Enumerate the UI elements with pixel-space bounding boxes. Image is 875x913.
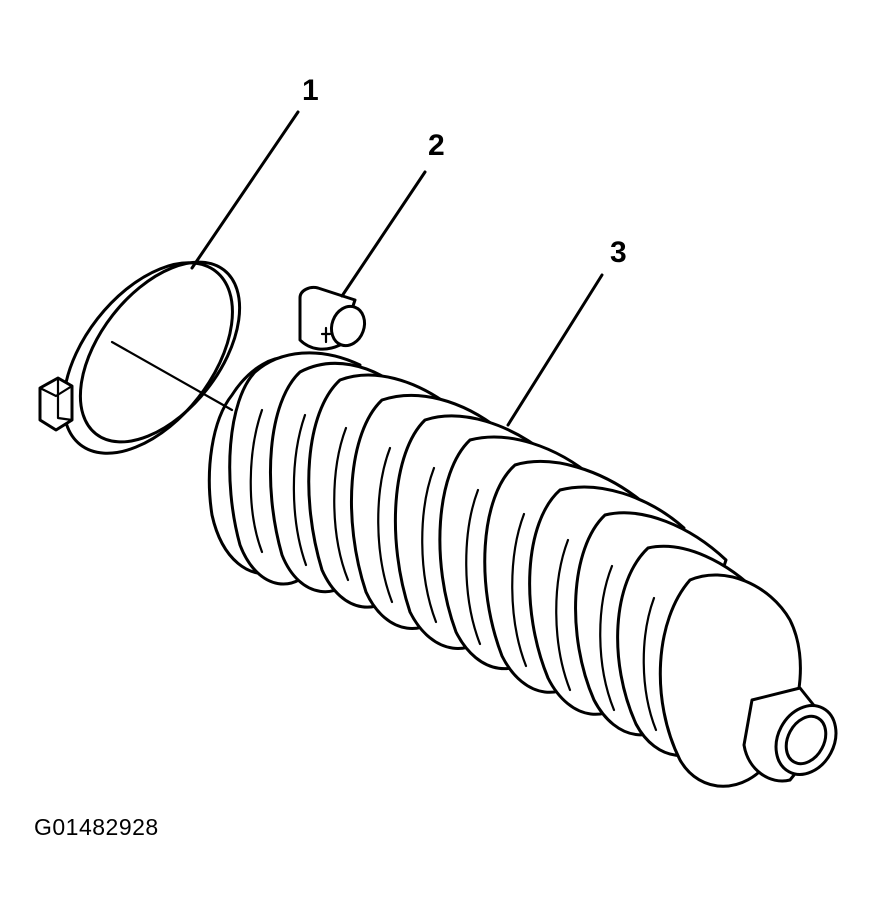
callout-3: 3 (610, 236, 627, 269)
boot-ridge-shading (249, 408, 658, 732)
part-2-vent-tab (298, 286, 367, 351)
leader-line-3 (506, 273, 604, 427)
callout-2: 2 (428, 129, 445, 162)
clamp-ear (38, 376, 74, 432)
assembly-axis-line (110, 340, 234, 412)
callout-1: 1 (302, 74, 319, 107)
leader-line-2 (340, 170, 427, 298)
leader-line-1 (190, 110, 300, 270)
figure-id: G01482928 (34, 814, 159, 840)
boot-neck (742, 686, 838, 783)
part-3-boot (207, 351, 838, 788)
part-1-clamp (38, 260, 242, 455)
